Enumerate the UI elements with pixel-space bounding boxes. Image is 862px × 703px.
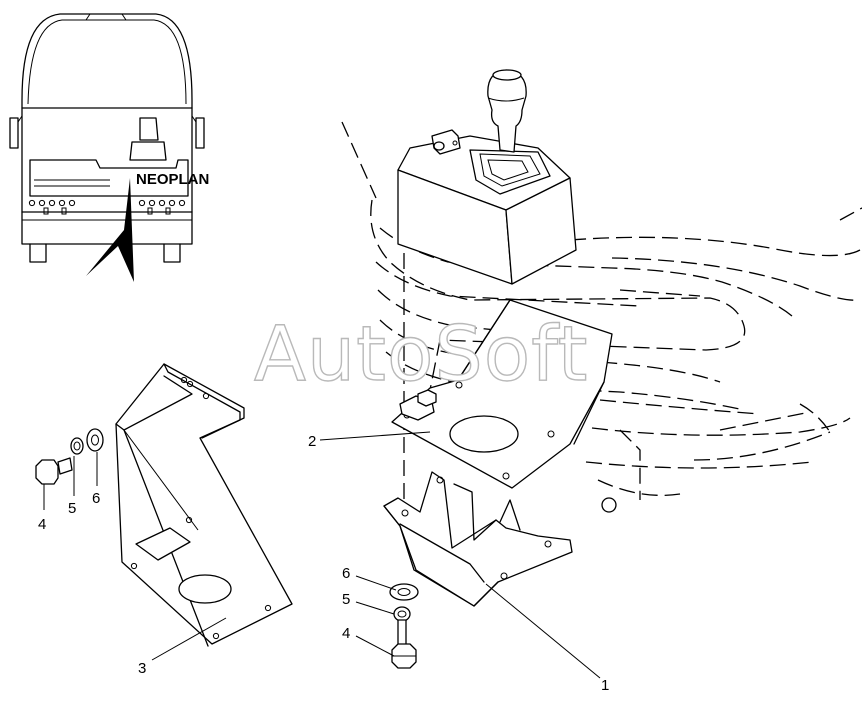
seat-bolt [601, 497, 617, 513]
tray-part-1 [383, 471, 573, 607]
callout-1: 1 [601, 677, 609, 694]
headlights [28, 199, 186, 207]
bus-front-view: NEOPLAN [9, 13, 209, 282]
callout-4-left: 4 [38, 516, 46, 533]
callout-6-left: 6 [92, 490, 100, 507]
bracket-part-3 [115, 363, 293, 647]
seat-dashed-outline [341, 121, 862, 500]
callout-6-bottom: 6 [342, 565, 350, 582]
callout-3: 3 [138, 660, 146, 677]
watermark-text: AutoSoft [254, 309, 588, 398]
callout-leaders [43, 431, 601, 679]
bus-brand-label: NEOPLAN [136, 171, 209, 188]
callout-4-bottom: 4 [342, 625, 350, 642]
left-fastener-stack [35, 428, 104, 485]
callout-2: 2 [308, 433, 316, 450]
bottom-fastener-stack [389, 583, 419, 669]
pointer-arrow [86, 178, 134, 282]
callout-5-left: 5 [68, 500, 76, 517]
gear-shifter-housing [397, 69, 577, 285]
callout-5-bottom: 5 [342, 591, 350, 608]
mounting-plate-part-2 [391, 299, 613, 489]
